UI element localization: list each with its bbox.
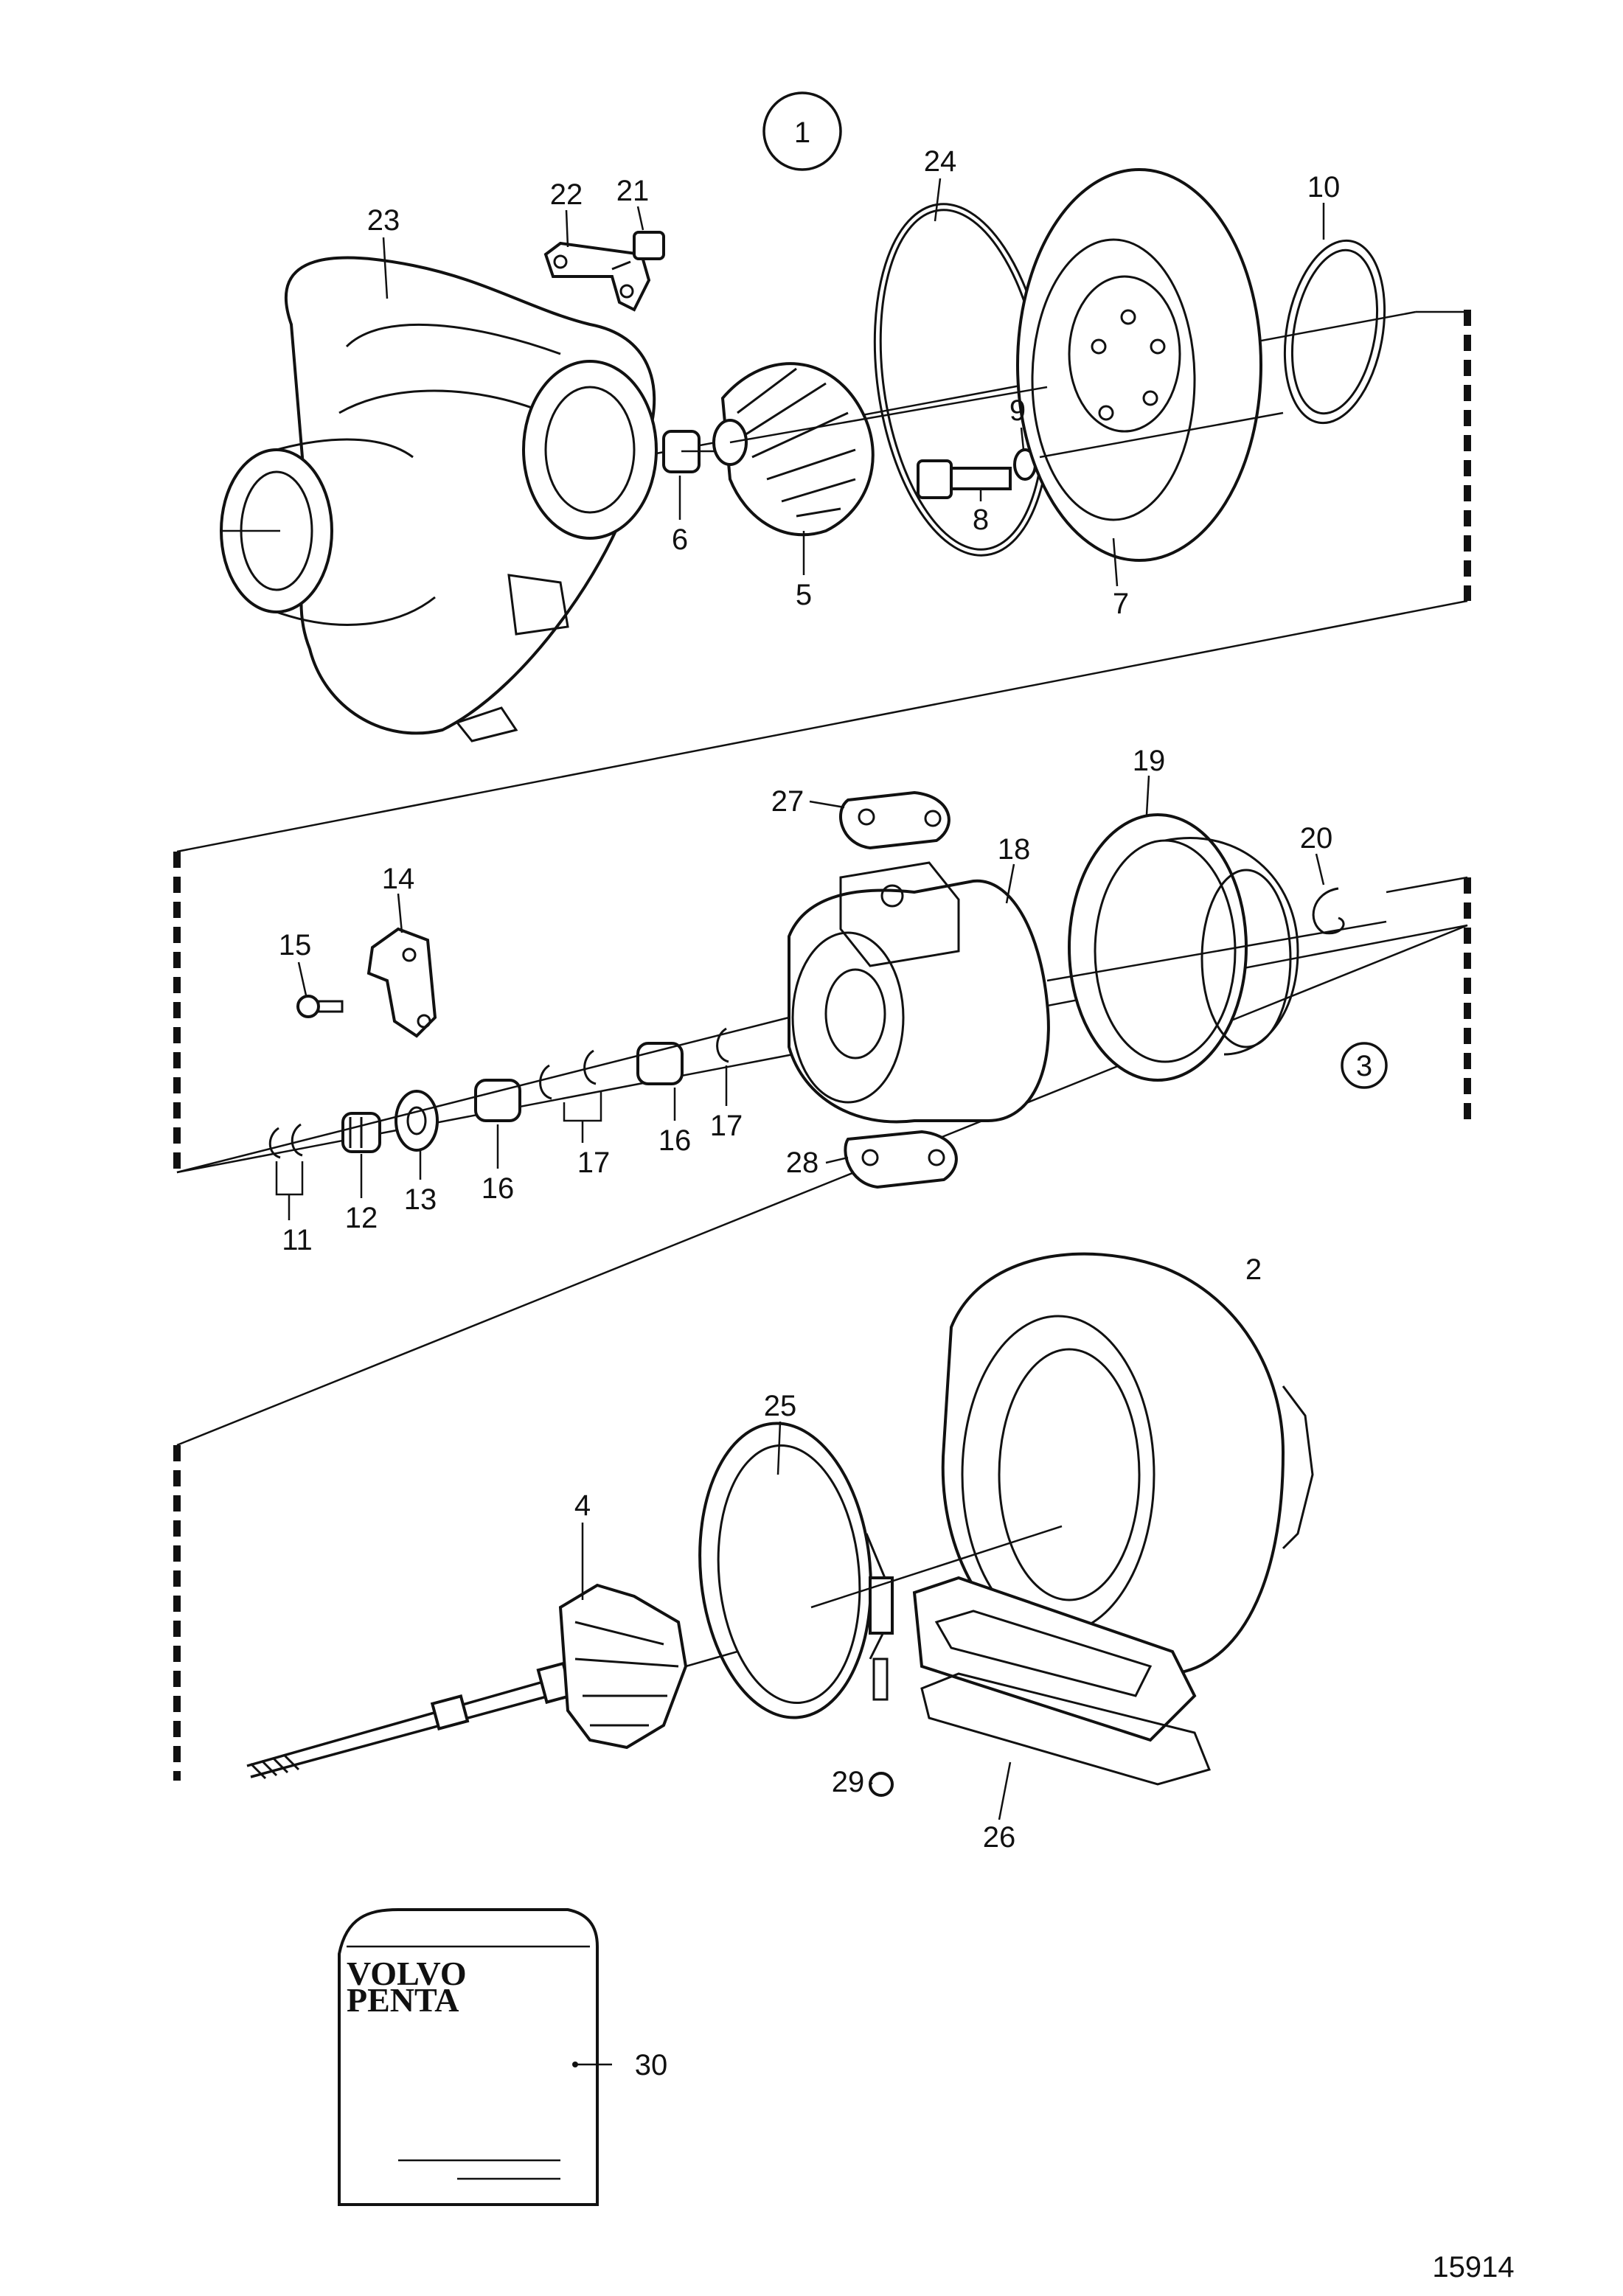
bolt-part-21 [611, 231, 665, 271]
screw-part-15 [296, 995, 344, 1018]
drawing-number: 15914 [1432, 2251, 1514, 2283]
callout-17b: 17 [710, 1110, 743, 1142]
callout-9: 9 [1009, 394, 1026, 427]
callout-18: 18 [998, 833, 1031, 866]
shaft-axis-middle [176, 1016, 790, 1174]
callout-8: 8 [973, 504, 989, 536]
callout-12: 12 [345, 1202, 378, 1234]
callout-16b: 16 [658, 1124, 692, 1157]
group-frame-bottom [173, 924, 1468, 1781]
turbine-housing-part-2 [912, 1252, 1314, 1742]
callout-23: 23 [367, 204, 400, 237]
seal-ring-part-10 [1039, 239, 1386, 459]
callout-16a: 16 [482, 1172, 515, 1205]
compressor-wheel-part-5 [712, 362, 875, 537]
callout-13: 13 [404, 1183, 437, 1216]
back-plate-part-7 [729, 168, 1262, 562]
bushing-part-13 [395, 1090, 439, 1152]
screw-part-8 [917, 459, 1012, 499]
nut-part-6 [662, 430, 715, 473]
callout-17a: 17 [577, 1147, 611, 1179]
bearing-housing-part-18 [788, 861, 1050, 1124]
callout-4: 4 [574, 1489, 591, 1522]
circlip-part-17b [716, 1027, 729, 1063]
group-marker-3: 3 [1341, 1042, 1388, 1089]
circlips-part-17a [539, 1049, 597, 1100]
group-marker-1-text: 1 [794, 116, 810, 149]
manual-document-part-30: VOLVO PENTA [338, 1908, 612, 2206]
thrust-bearing-part-14 [366, 927, 437, 1038]
callout-5: 5 [796, 579, 812, 611]
compressor-housing-part-23 [220, 256, 658, 742]
brand-text-penta: PENTA [347, 1981, 459, 2019]
callout-27: 27 [771, 785, 804, 818]
group-marker-1: 1 [762, 91, 842, 171]
nut-part-29 [869, 1657, 894, 1797]
callout-14: 14 [382, 863, 415, 895]
callout-20: 20 [1300, 822, 1333, 855]
gasket-part-26 [920, 1672, 1212, 1786]
callout-29: 29 [832, 1766, 865, 1798]
callout-26: 26 [983, 1821, 1016, 1854]
callout-24: 24 [924, 145, 957, 178]
callout-22: 22 [550, 178, 583, 211]
circlips-part-11 [268, 1123, 303, 1159]
v-band-clamp-part-25 [698, 1422, 1063, 1719]
gasket-part-27 [839, 790, 950, 850]
heat-shield-part-19 [1046, 813, 1387, 1082]
circlip-part-20 [1312, 887, 1345, 935]
callout-11: 11 [282, 1224, 313, 1256]
callout-2: 2 [1245, 1253, 1262, 1286]
turbine-shaft-part-4 [246, 1583, 738, 1780]
spring-part-12 [341, 1112, 381, 1153]
callout-15: 15 [279, 929, 312, 961]
callout-labels: 2 4 5 6 7 8 9 10 11 12 13 14 15 16 17 16… [275, 145, 1341, 2081]
callout-21: 21 [616, 175, 650, 207]
brand-text-volvo: VOLVO [347, 1955, 467, 1992]
callout-25: 25 [764, 1390, 797, 1422]
bearing-part-16a [474, 1079, 521, 1122]
callout-30: 30 [635, 2049, 668, 2081]
callout-7: 7 [1113, 588, 1129, 620]
callout-6: 6 [672, 523, 688, 556]
callout-28: 28 [786, 1147, 819, 1179]
bracket-part-22 [543, 241, 651, 312]
callout-10: 10 [1307, 171, 1341, 203]
gasket-part-28 [844, 1130, 958, 1189]
callout-19: 19 [1133, 745, 1166, 777]
group-marker-3-text: 3 [1356, 1050, 1372, 1082]
